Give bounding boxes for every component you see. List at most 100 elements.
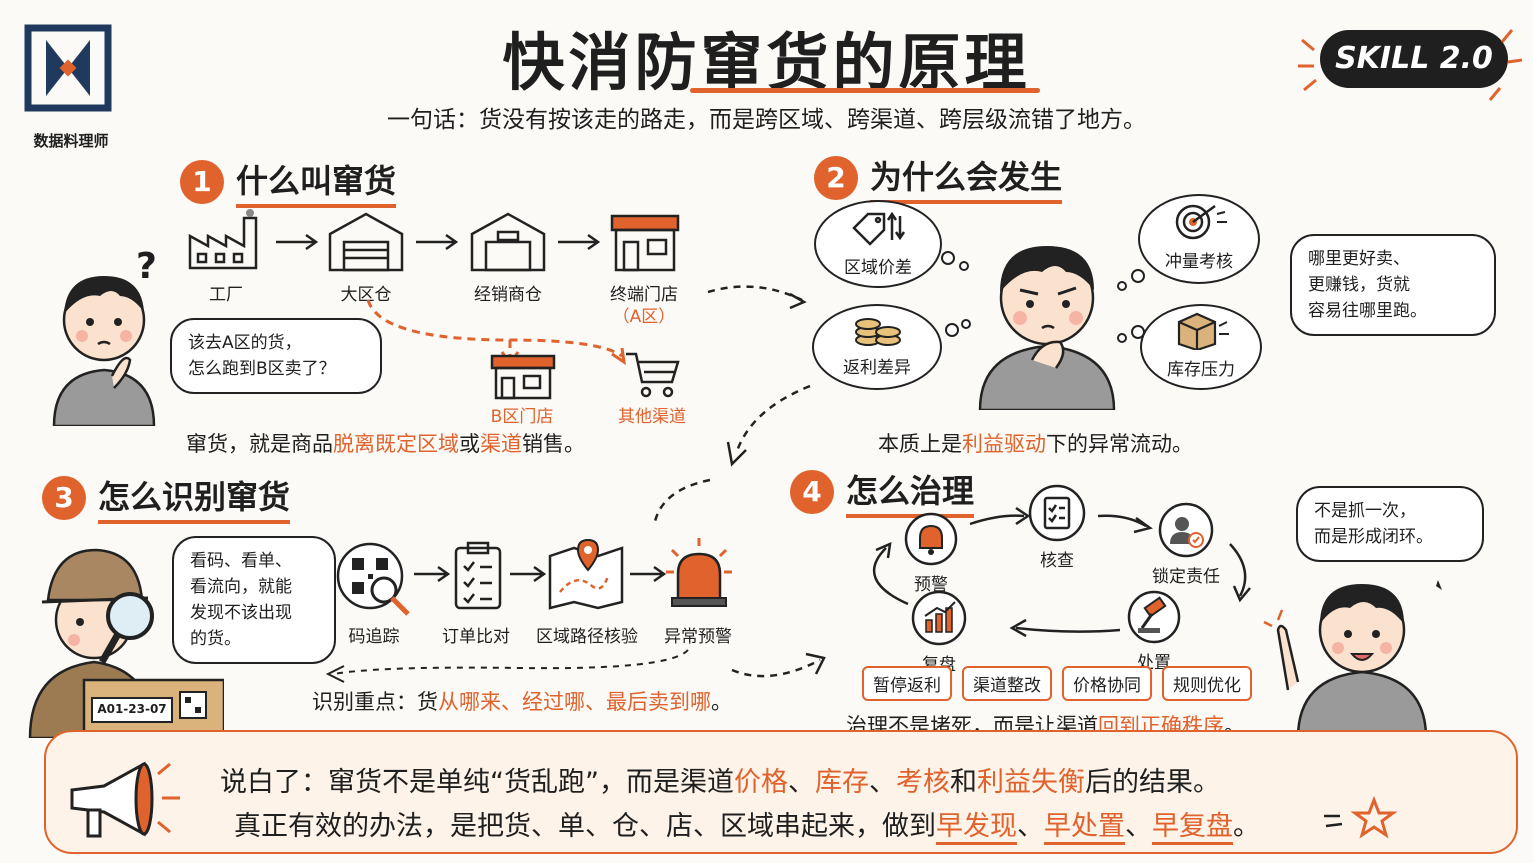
bubble-line: 不是抓一次， — [1314, 501, 1416, 521]
summary-highlight: 脱离既定区域 — [333, 432, 459, 456]
bubble-line: 而是形成闭环。 — [1314, 527, 1433, 547]
summary-text: 下的异常流动。 — [1046, 432, 1193, 456]
summary-highlight: 从哪来、经过哪、最后卖到哪 — [438, 690, 711, 714]
bell-icon — [904, 512, 958, 566]
cause-rebate-diff: 返利差异 — [812, 304, 942, 390]
bubble-line: 该去A区的货， — [188, 333, 302, 353]
step-label: 异常预警 — [664, 627, 732, 647]
cycle-step-alert: 预警 — [896, 512, 966, 595]
section4-bubble: 不是抓一次， 而是形成闭环。 — [1296, 486, 1484, 562]
qr-code-icon — [336, 542, 410, 616]
step-label: 订单比对 — [442, 627, 510, 647]
title-underline — [690, 88, 1040, 93]
section2-header: 2 为什么会发生 — [814, 152, 1063, 204]
target-icon — [1175, 204, 1227, 240]
summary-text: 销售。 — [522, 432, 585, 456]
footer-text: 、 — [1017, 811, 1044, 842]
footer-text: 、 — [787, 767, 815, 798]
cause-price-gap: 区域价差 — [814, 200, 942, 288]
clipboard-icon — [1028, 484, 1086, 542]
brand-logo-icon — [24, 24, 112, 112]
section1-summary: 窜货，就是商品脱离既定区域或渠道销售。 — [186, 428, 585, 458]
page-subtitle: 一句话：货没有按该走的路走，而是跨区域、跨渠道、跨层级流错了地方。 — [387, 107, 1146, 133]
footer-highlight: 考核 — [895, 767, 950, 798]
bubble-line: 的货。 — [190, 629, 241, 649]
footer-panel — [44, 730, 1518, 854]
section3-number: 3 — [42, 476, 86, 520]
section1-number: 1 — [180, 160, 224, 204]
store-icon — [610, 214, 680, 272]
action-tag: 渠道整改 — [962, 666, 1052, 701]
section2-title: 为什么会发生 — [870, 152, 1063, 204]
section3-summary: 识别重点：货从哪来、经过哪、最后卖到哪。 — [312, 686, 732, 716]
footer-line-1: 说白了：窜货不是单纯“货乱跑”，而是渠道价格、库存、考核和利益失衡后的结果。 — [220, 760, 1220, 799]
warehouse-icon — [328, 212, 404, 272]
arrow-icon — [276, 233, 319, 251]
megaphone-icon — [70, 761, 180, 838]
arrow-icon — [414, 565, 451, 583]
bubble-line: 看流向，就能 — [190, 577, 292, 597]
flow-label-distributor: 经销商仓 — [474, 285, 542, 305]
factory-icon — [188, 209, 258, 270]
box-code-label: A01-23-07 — [97, 702, 167, 716]
cause-volume-push: 冲量考核 — [1138, 194, 1260, 284]
summary-text: 本质上是 — [878, 432, 962, 456]
bubble-line: 更赚钱，货就 — [1308, 275, 1410, 295]
section1-bubble: 该去A区的货， 怎么跑到B区卖了？ — [170, 318, 382, 394]
cycle-label: 核查 — [1040, 551, 1074, 571]
footer-text: 。 — [1233, 811, 1260, 842]
step-label: 码追踪 — [348, 627, 400, 647]
flow-label-factory: 工厂 — [209, 285, 243, 305]
distributor-warehouse-icon — [470, 212, 546, 272]
section3-header: 3 怎么识别窜货 — [42, 472, 291, 524]
bubble-line: 发现不该出现 — [190, 603, 292, 623]
flow-label-terminal-store: 终端门店 — [610, 285, 678, 305]
flow-connector-arrow — [652, 384, 811, 527]
cycle-step-handle: 处置 — [1124, 590, 1184, 673]
summary-highlight: 利益驱动 — [962, 432, 1046, 456]
b-store-icon — [490, 354, 556, 400]
branch-label-b-store: B区门店 — [490, 407, 554, 427]
cycle-step-review: 复盘 — [904, 590, 974, 675]
return-dashed-arrow — [325, 649, 826, 683]
section3-bubble: 看码、看单、 看流向，就能 发现不该出现 的货。 — [172, 536, 336, 664]
flow-connector-arrow — [707, 285, 807, 310]
user-check-icon — [1158, 502, 1214, 558]
action-tag: 暂停返利 — [862, 666, 952, 701]
governance-cycle-arrows — [872, 506, 1251, 638]
cause-label: 返利差异 — [843, 358, 911, 378]
arrow-icon — [558, 233, 601, 251]
cause-label: 库存压力 — [1167, 360, 1235, 380]
footer-text: 、 — [868, 767, 896, 798]
skill-badge: SKILL 2.0 — [1320, 30, 1508, 88]
thinking-person-illustration — [52, 276, 156, 426]
action-tag-row: 暂停返利 渠道整改 价格协同 规则优化 — [862, 666, 1252, 701]
cycle-step-verify: 核查 — [1022, 484, 1092, 571]
brand-name: 数据料理师 — [33, 132, 109, 150]
footer-text: 、 — [1125, 811, 1152, 842]
cycle-label: 锁定责任 — [1152, 567, 1220, 587]
footer-highlight: 早发现 — [936, 811, 1017, 845]
pointing-person-illustration — [1263, 580, 1442, 738]
footer-text: 真正有效的办法，是把货、单、仓、店、区域串起来，做到 — [234, 811, 936, 842]
summary-text: 识别重点：货 — [312, 690, 438, 714]
section4-header: 4 怎么治理 — [790, 466, 975, 518]
alarm-siren-icon — [666, 538, 732, 607]
arrow-icon — [630, 565, 667, 583]
sparkle-icon — [1298, 29, 1523, 101]
footer-text: 后的结果。 — [1084, 767, 1220, 798]
summary-highlight: 渠道 — [480, 432, 522, 456]
section3-title: 怎么识别窜货 — [98, 472, 291, 524]
summary-text: 窜货，就是商品 — [186, 432, 333, 456]
step-label: 区域路径核验 — [536, 627, 638, 647]
thought-dots — [941, 251, 971, 337]
shopping-cart-icon — [626, 352, 680, 398]
bubble-line: 看码、看单、 — [190, 551, 292, 571]
summary-text: 。 — [711, 690, 732, 714]
cycle-label: 预警 — [914, 575, 948, 595]
question-mark: ? — [136, 246, 157, 287]
star-icon — [1324, 795, 1398, 839]
cause-inventory-pressure: 库存压力 — [1140, 304, 1262, 390]
section4-number: 4 — [790, 470, 834, 514]
pondering-person-illustration — [978, 246, 1116, 410]
